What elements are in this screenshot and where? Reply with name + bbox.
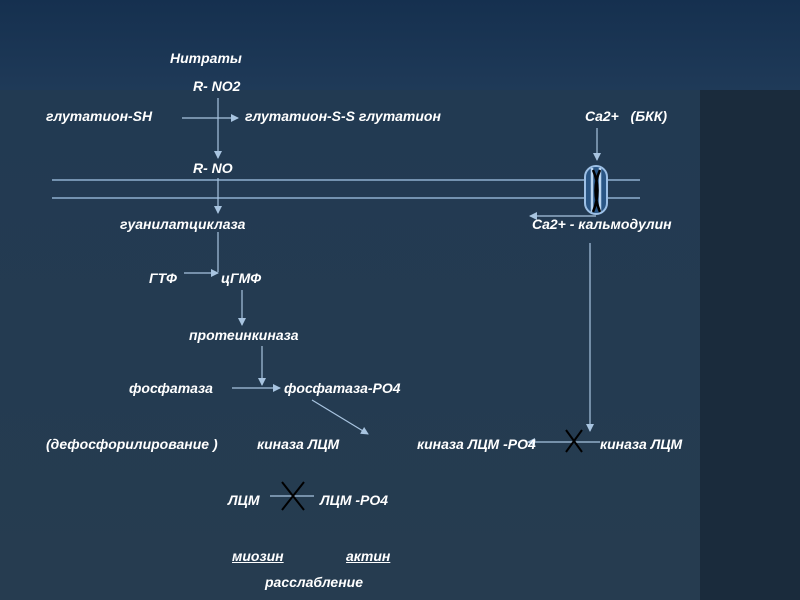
label-mlck-po4: киназа ЛЦМ -PO4 xyxy=(417,436,536,452)
label-mlck-1: киназа ЛЦМ xyxy=(257,436,340,452)
label-mlck-2: киназа ЛЦМ xyxy=(600,436,683,452)
label-r-no: R- NO xyxy=(193,160,233,176)
label-gtp: ГТФ xyxy=(149,270,177,286)
label-mlc: ЛЦМ xyxy=(228,492,260,508)
label-glutathione-ss: глутатион-S-S глутатион xyxy=(245,108,441,124)
label-protein-kinase: протеинкиназа xyxy=(189,327,299,343)
label-ca-calmodulin: Ca2+ - кальмодулин xyxy=(532,216,672,232)
label-cgmp: цГМФ xyxy=(221,270,262,286)
label-myosin: миозин xyxy=(232,548,284,564)
label-phosphatase-po4: фосфатаза-PO4 xyxy=(284,380,401,396)
label-mlc-po4: ЛЦМ -PO4 xyxy=(320,492,389,508)
calcium-channel-block-icon xyxy=(591,169,602,213)
label-relaxation: расслабление xyxy=(265,574,363,590)
label-guanylate-cyclase: гуанилатциклаза xyxy=(120,216,246,232)
label-dephosphorylation: (дефосфорилирование ) xyxy=(46,436,218,452)
label-r-no2: R- NO2 xyxy=(193,78,241,94)
label-glutathione-sh: глутатион-SH xyxy=(46,108,153,124)
label-actin: актин xyxy=(346,548,391,564)
label-ca-bkk: Ca2+ (БКК) xyxy=(585,108,667,124)
top-band xyxy=(0,0,800,90)
label-nitrates: Нитраты xyxy=(170,50,242,66)
mlck-block-cross-icon xyxy=(565,429,583,453)
arrow-phosphatase-to-mlck xyxy=(311,399,369,435)
label-phosphatase: фосфатаза xyxy=(129,380,213,396)
right-band xyxy=(700,90,800,600)
mlc-block-cross-icon xyxy=(281,481,305,511)
